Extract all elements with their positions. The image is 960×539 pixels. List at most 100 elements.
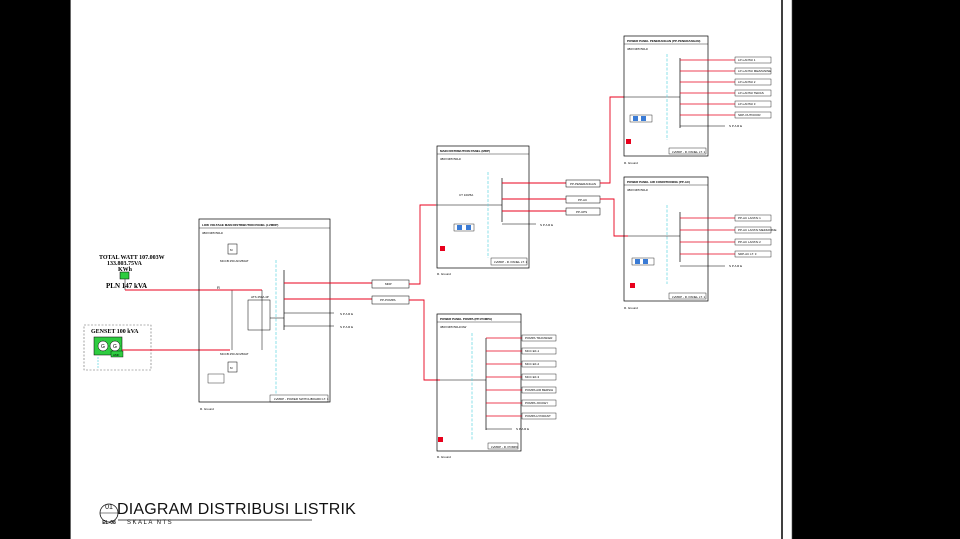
- ac-load-box: [734, 250, 772, 258]
- svg-text:MDP: MDP: [385, 282, 392, 286]
- pompa-load-label: MCC EF-2: [525, 362, 539, 366]
- svg-text:LVMDP - R. PANEL LT. 1: LVMDP - R. PANEL LT. 1: [672, 295, 706, 299]
- svg-text:R. Ground: R. Ground: [624, 306, 638, 310]
- pompa-load-box: [521, 347, 557, 355]
- penerangan-frame: [623, 35, 709, 157]
- svg-text:ATS 250A 4P: ATS 250A 4P: [251, 295, 269, 299]
- penerangan-title: POWER PANEL PENERANGAN (PP-PENERANGAN): [627, 39, 700, 43]
- svg-text:R. Ground: R. Ground: [437, 455, 451, 459]
- ac-load-box: [734, 226, 772, 234]
- ac-load-box: [734, 214, 772, 222]
- mdp-feeder-box-1: [565, 179, 601, 188]
- svg-text:LVMDP - R. PANEL LT. 1: LVMDP - R. PANEL LT. 1: [494, 260, 528, 264]
- mdp-title: MAIN DISTRIBUTION PANEL (MDP): [440, 149, 490, 153]
- penerangan-load-label: LP-LANTAI 2: [738, 80, 756, 84]
- mdp-frame: [436, 145, 530, 269]
- total-watt-label: TOTAL WATT 107.003W: [99, 255, 165, 261]
- pln-label: PLN 147 kVA: [106, 282, 147, 290]
- lvmdp-spec: 380V/3Ph/50Hz: [202, 231, 224, 235]
- mdp-meter-icon: [453, 223, 475, 232]
- lvmdp-frame: [198, 218, 331, 403]
- ac-title: POWER PANEL AIR CONDITIONING (PP-AC): [627, 180, 690, 184]
- genset-group: GENSET 100 kVA G G AMF: [83, 324, 230, 371]
- ac-load-label: PP-AC LANTAI 1: [738, 216, 761, 220]
- penerangan-spare-label: S P A R E: [729, 124, 742, 128]
- svg-text:M: M: [230, 366, 233, 370]
- drawing-scale: SKALA NTS: [127, 520, 174, 526]
- penerangan-load-box: [734, 56, 772, 64]
- meter-bottom-icon: [227, 361, 238, 373]
- penerangan-load-label: LP-LANTAI 3: [738, 102, 756, 106]
- ac-load-label: PP-AC LANTAI 2: [738, 240, 761, 244]
- svg-text:R. Ground: R. Ground: [624, 161, 638, 165]
- genset-enclosure: [83, 324, 152, 371]
- lvmdp-ground-label: R. Ground: [200, 407, 214, 411]
- mdp-feeder-box-3: [565, 207, 601, 216]
- svg-text:380V/3Ph/50Hz: 380V/3Ph/50Hz: [627, 47, 649, 51]
- svg-text:G: G: [101, 344, 105, 350]
- svg-text:380V/3Ph/50Hz/4W: 380V/3Ph/50Hz/4W: [440, 325, 467, 329]
- pompa-title: POWER PANEL POMPA (PP-POMPA): [440, 317, 492, 321]
- svg-text:R: R: [217, 285, 220, 290]
- svg-text:M: M: [230, 248, 233, 252]
- pompa-load-box: [521, 412, 557, 420]
- pompa-load-box: [521, 399, 557, 407]
- kwh-meter-icon: [119, 271, 130, 280]
- pompa-load-label: POMPA TRANSFER: [525, 336, 553, 340]
- ac-panel: POWER PANEL AIR CONDITIONING (PP-AC) 380…: [623, 176, 776, 310]
- penerangan-load-box: [734, 89, 772, 97]
- pompa-frame: [436, 313, 522, 452]
- pompa-load-box: [521, 360, 557, 368]
- ac-spare-label: S P A R E: [729, 264, 742, 268]
- pompa-load-label: MCC EF-1: [525, 349, 539, 353]
- svg-text:G: G: [113, 344, 117, 350]
- ats-box: [247, 299, 271, 331]
- penerangan-panel: POWER PANEL PENERANGAN (PP-PENERANGAN) 3…: [623, 35, 772, 165]
- mdp-ground-icon: [440, 246, 445, 251]
- penerangan-load-label: SDP-OUTDOOR: [738, 113, 761, 117]
- penerangan-load-label: LP-LANTAI TERAS: [738, 91, 764, 95]
- lvmdp-title: LOW VOLTAGE MAIN DISTRIBUTION PANEL (LVM…: [202, 223, 278, 227]
- cable-mdp-ac: [600, 198, 628, 237]
- svg-text:CT 100/5A: CT 100/5A: [459, 193, 473, 197]
- svg-text:PP-PENERANGAN: PP-PENERANGAN: [570, 182, 596, 186]
- lvmdp-panel: LOW VOLTAGE MAIN DISTRIBUTION PANEL (LVM…: [198, 218, 410, 411]
- kwh-label: KWh: [118, 267, 133, 273]
- pompa-load-label: POMPA HYDRANT: [525, 414, 551, 418]
- pompa-spare-label: S P A R E: [516, 427, 529, 431]
- pln-supply: TOTAL WATT 107.003W 133.803.75VA KWh PLN…: [99, 255, 230, 291]
- ac-load-label: SDP-AC LT. 3: [738, 252, 757, 256]
- svg-text:S P A R E: S P A R E: [540, 223, 553, 227]
- amf-box: [110, 350, 124, 358]
- pompa-panel: POWER PANEL POMPA (PP-POMPA) 380V/3Ph/50…: [436, 313, 557, 459]
- ac-load-box: [734, 238, 772, 246]
- lvmdp-spare-2: S P A R E: [340, 325, 353, 329]
- mccb-top-label: MCCB 250 AF/250AT: [220, 259, 249, 263]
- penerangan-load-label: LP-LANTAI MEZZANINE: [738, 69, 771, 73]
- penerangan-load-box: [734, 67, 772, 75]
- pompa-load-label: POMPA AIR BERSIH: [525, 388, 553, 392]
- svg-text:LVMDP - R. POMPA: LVMDP - R. POMPA: [491, 445, 518, 449]
- mccb-bottom-label: MCCB 250 AF/250AT: [220, 352, 249, 356]
- penerangan-load-box: [734, 100, 772, 108]
- svg-text:PP-UPS: PP-UPS: [576, 210, 587, 214]
- pompa-load-label: MCC EF-3: [525, 375, 539, 379]
- penerangan-load-label: LP-LANTAI 1: [738, 58, 756, 62]
- cable-mdp-penerangan: [600, 96, 624, 184]
- mdp-feeder-box-2: [565, 195, 601, 204]
- drawing-number: 01: [105, 504, 113, 511]
- lvmdp-spare-1: S P A R E: [340, 312, 353, 316]
- drawing-code: EL-08: [102, 520, 116, 526]
- penerangan-load-box: [734, 111, 772, 119]
- mdp-panel: MAIN DISTRIBUTION PANEL (MDP) 380V/3Ph/5…: [436, 145, 601, 276]
- ac-load-label: PP-AC LANTAI MEZZANINE: [738, 228, 776, 232]
- svg-text:R. Ground: R. Ground: [437, 272, 451, 276]
- pompa-load-label: POMPA JOCKEY: [525, 401, 548, 405]
- drawing-sheet: [70, 0, 792, 539]
- pompa-load-box: [521, 373, 557, 381]
- pompa-load-box: [521, 386, 557, 394]
- svg-text:LVMDP - R. PANEL LT. 1: LVMDP - R. PANEL LT. 1: [672, 150, 706, 154]
- svg-text:AMF: AMF: [113, 353, 120, 357]
- svg-text:PP-AC: PP-AC: [578, 198, 588, 202]
